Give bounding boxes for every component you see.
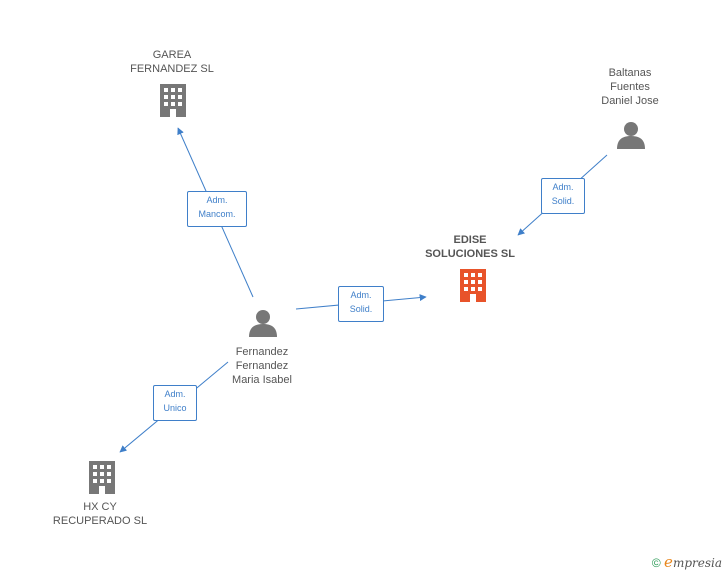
copyright-icon: © xyxy=(651,556,661,570)
node-label-garea[interactable]: GAREA FERNANDEZ SL xyxy=(130,49,214,75)
empresia-brand: © empresia xyxy=(652,553,722,571)
brand-logo-e: e xyxy=(664,553,673,571)
baltanas-person-icon[interactable] xyxy=(617,122,645,149)
node-label-hxcy[interactable]: HX CY RECUPERADO SL xyxy=(52,501,148,527)
edge-label-unico: Adm. Unico xyxy=(153,385,197,421)
fernandez-person-icon[interactable] xyxy=(249,310,277,337)
node-label-fernandez[interactable]: Fernandez Fernandez Maria Isabel xyxy=(232,346,292,386)
node-label-edise[interactable]: EDISE SOLUCIONES SL xyxy=(425,234,515,260)
edge-label-solid-fernandez: Adm. Solid. xyxy=(338,286,384,322)
edise-building-icon[interactable] xyxy=(460,269,486,302)
brand-name: mpresia xyxy=(672,556,722,570)
hxcy-building-icon[interactable] xyxy=(89,461,115,494)
garea-building-icon[interactable] xyxy=(160,84,186,117)
node-label-baltanas[interactable]: Baltanas Fuentes Daniel Jose xyxy=(601,67,659,107)
edge-label-mancom: Adm. Mancom. xyxy=(187,191,247,227)
edge-label-solid-baltanas: Adm. Solid. xyxy=(541,178,585,214)
